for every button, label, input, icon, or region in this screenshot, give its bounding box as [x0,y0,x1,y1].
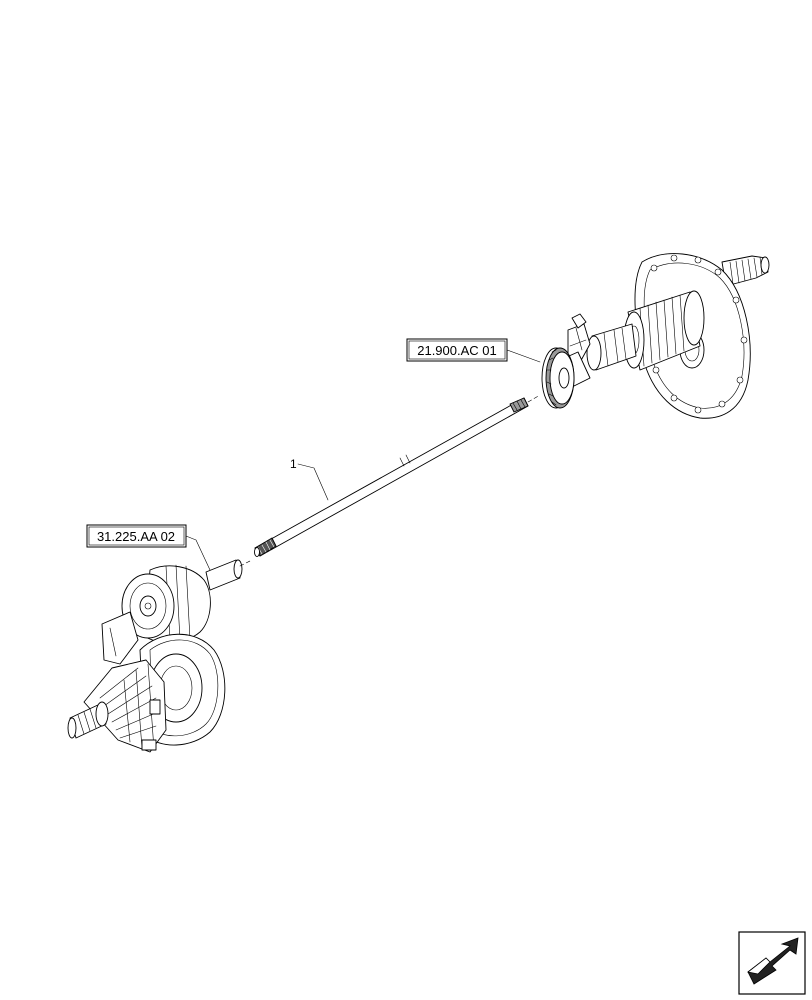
drop-gearbox-assembly [67,559,253,753]
callout-left-leader [185,535,211,571]
next-page-arrow-icon[interactable] [738,931,806,995]
flange-bolts [650,254,748,414]
callout-left-label: 31.225.AA 02 [97,529,175,544]
item-number-label: 1 [290,457,297,471]
drive-shaft [254,394,541,557]
callout-top-label: 21.900.AC 01 [417,343,497,358]
callout-top-leader [506,349,541,363]
item-1-callout: 1 [290,457,329,501]
callout-left[interactable]: 31.225.AA 02 [86,524,211,571]
rear-housing-assembly [541,253,770,419]
callout-top[interactable]: 21.900.AC 01 [406,338,541,363]
item-1-leader [297,463,329,501]
spur-gear [541,347,575,409]
